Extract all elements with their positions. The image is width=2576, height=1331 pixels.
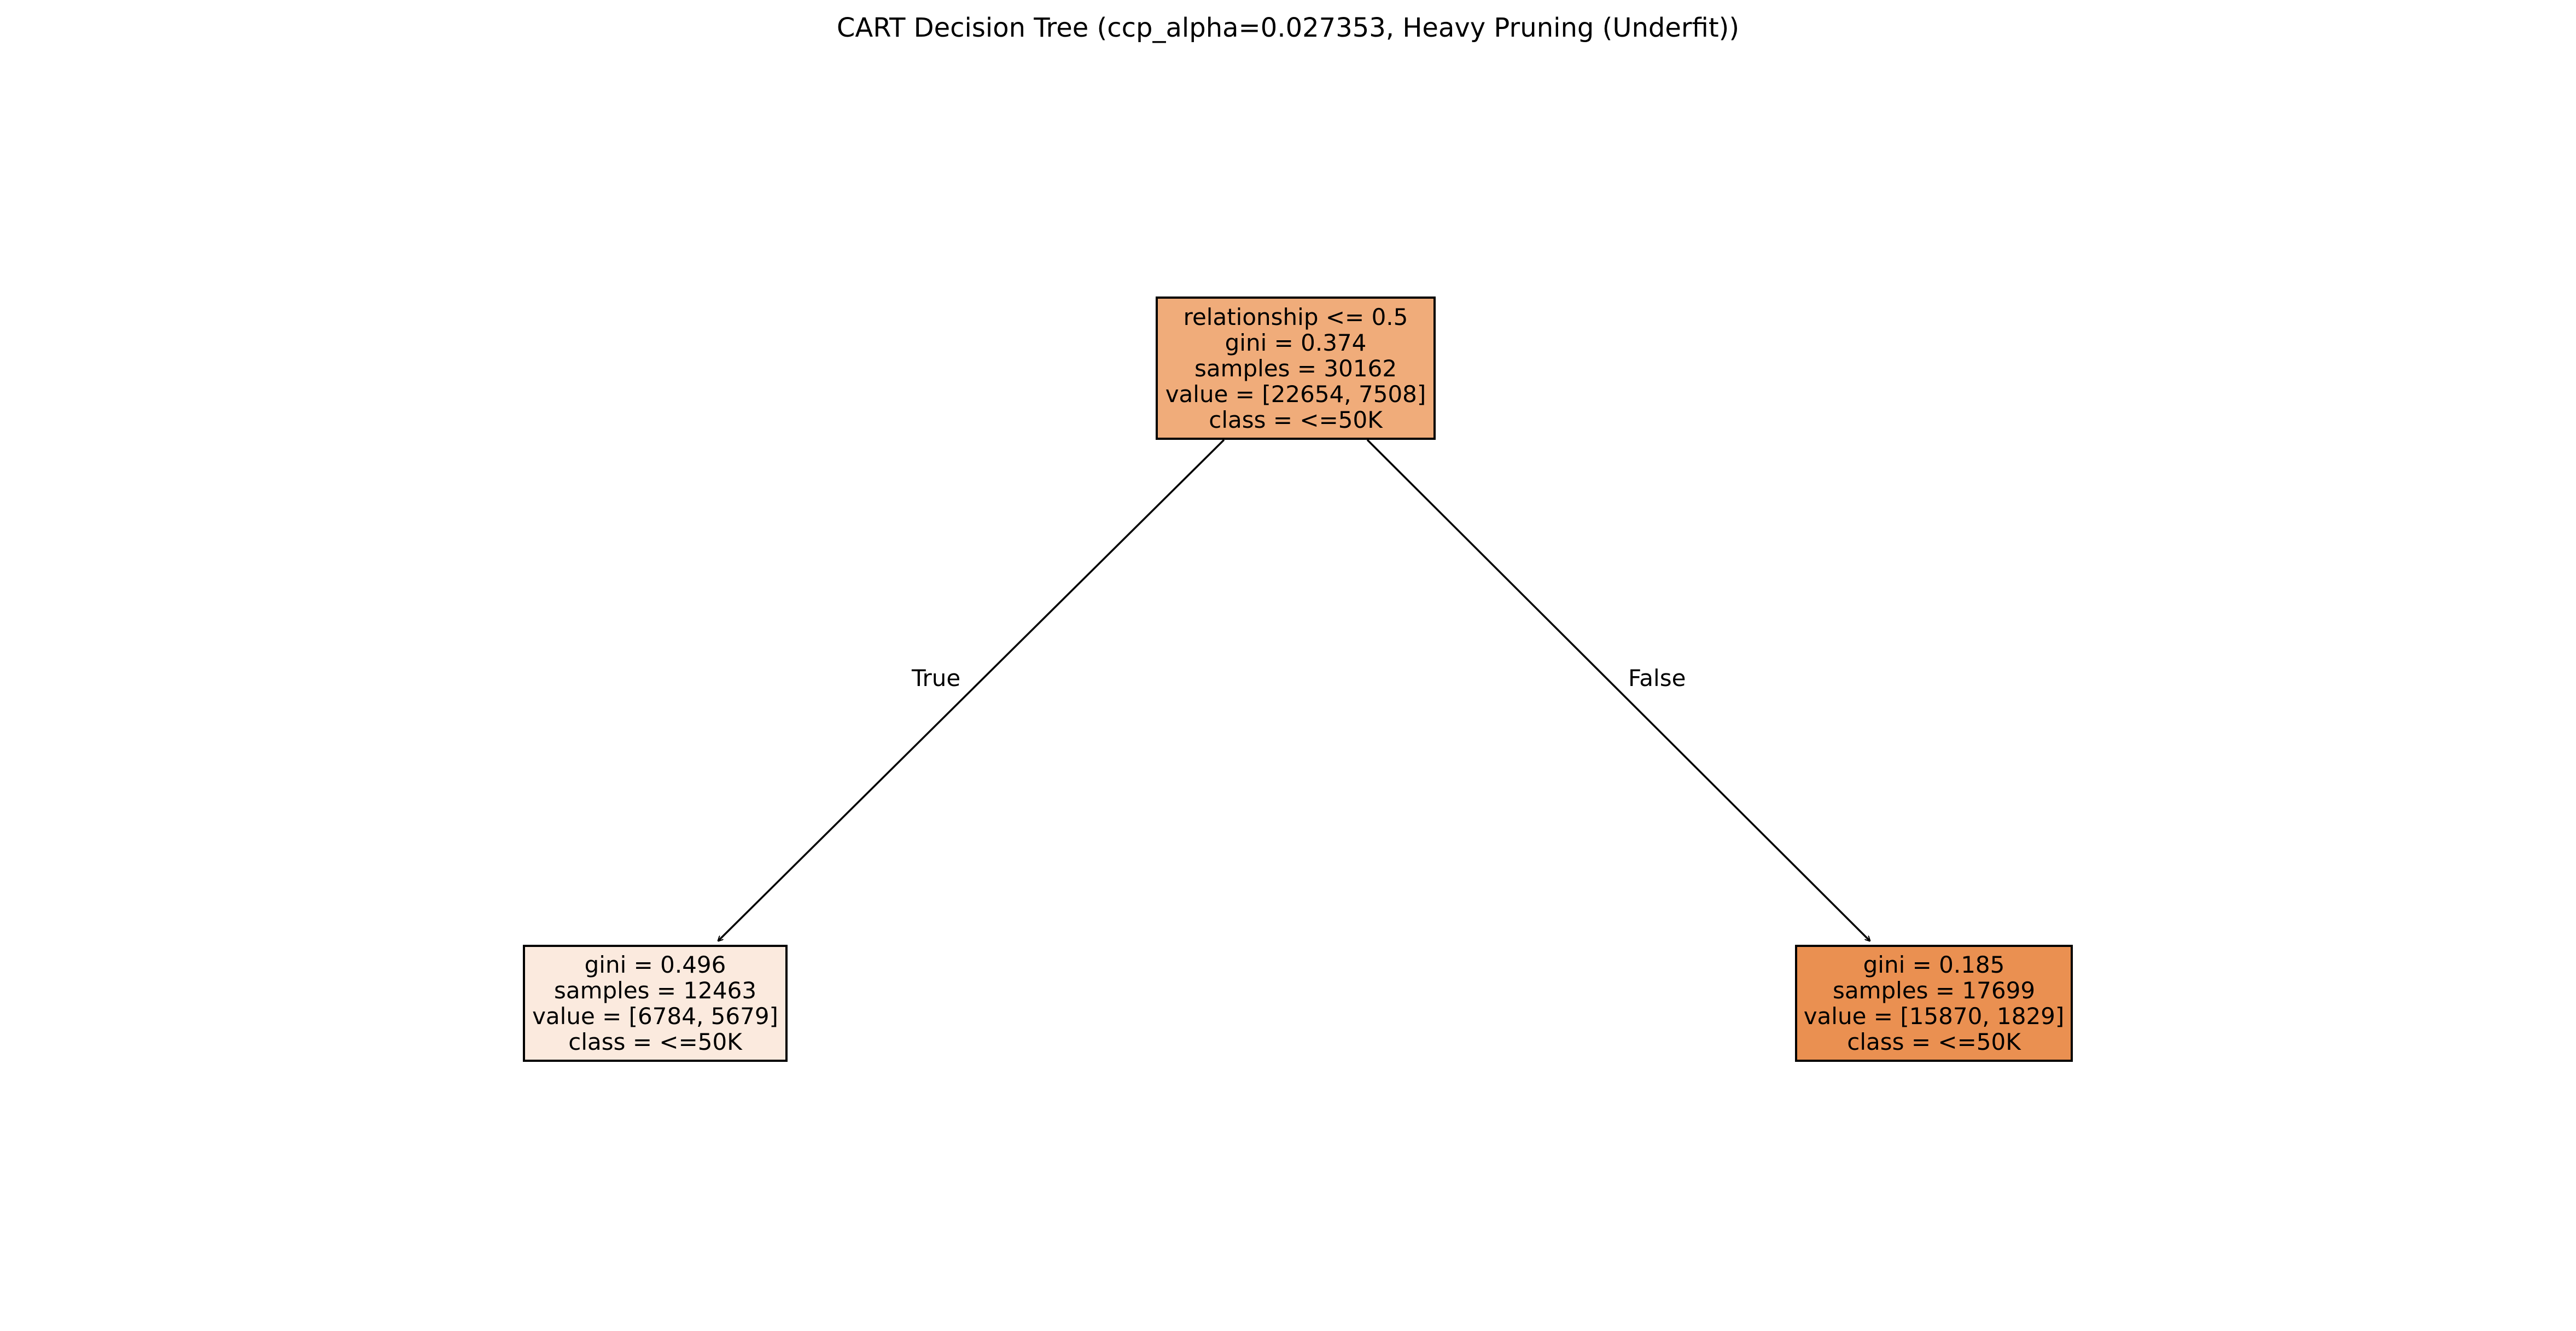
left-gini: gini = 0.496 [584, 951, 726, 978]
right-class: class = <=50K [1847, 1028, 2021, 1055]
edge-true [718, 439, 1225, 941]
left-leaf-node: gini = 0.496 samples = 12463 value = [67… [523, 945, 788, 1062]
root-split-rule: relationship <= 0.5 [1183, 303, 1408, 330]
right-leaf-node: gini = 0.185 samples = 17699 value = [15… [1795, 945, 2073, 1062]
right-value: value = [15870, 1829] [1803, 1003, 2065, 1030]
right-gini: gini = 0.185 [1863, 951, 2005, 978]
edge-label-false: False [1628, 665, 1686, 691]
root-gini: gini = 0.374 [1225, 329, 1367, 356]
edge-label-true: True [912, 665, 961, 691]
edge-false [1366, 439, 1870, 941]
right-samples: samples = 17699 [1832, 977, 2036, 1004]
root-value: value = [22654, 7508] [1165, 380, 1426, 408]
root-node: relationship <= 0.5 gini = 0.374 samples… [1156, 297, 1436, 440]
left-value: value = [6784, 5679] [532, 1003, 778, 1030]
root-class: class = <=50K [1209, 406, 1383, 433]
diagram-title: CART Decision Tree (ccp_alpha=0.027353, … [836, 13, 1740, 43]
left-class: class = <=50K [568, 1028, 742, 1055]
root-samples: samples = 30162 [1194, 354, 1397, 382]
left-samples: samples = 12463 [553, 977, 757, 1004]
